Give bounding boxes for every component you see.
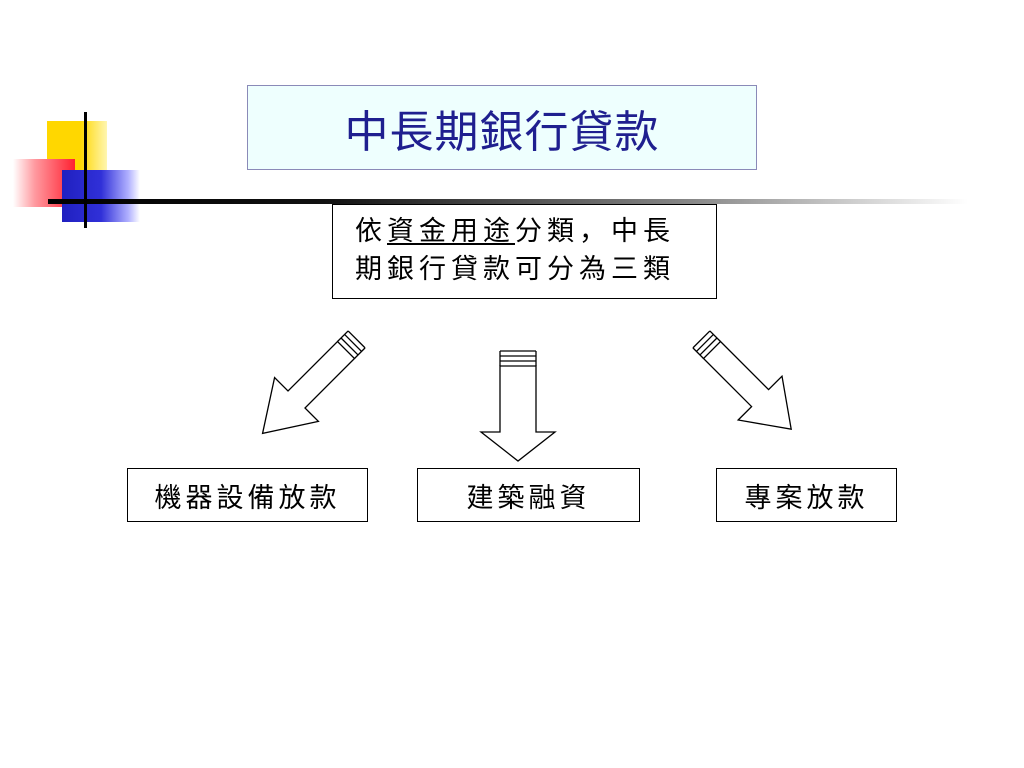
arrow-down-icon	[479, 350, 557, 462]
arrow-down-right-icon	[692, 330, 792, 430]
classification-description-box: 依資金用途分類，中長 期銀行貸款可分為三類	[332, 204, 717, 299]
category-label: 專案放款	[744, 482, 869, 514]
decor-horizontal-line	[48, 199, 968, 204]
description-prefix: 依	[355, 216, 387, 247]
category-equipment-loan: 機器設備放款	[127, 468, 368, 522]
category-project-loan: 專案放款	[716, 468, 897, 522]
description-underlined-term: 資金用途	[387, 216, 515, 247]
title-box: 中長期銀行貸款	[247, 85, 757, 170]
description-line-2: 期銀行貸款可分為三類	[355, 254, 675, 285]
page-title: 中長期銀行貸款	[344, 106, 660, 158]
description-line-1: 依資金用途分類，中長	[355, 213, 716, 251]
category-label: 建築融資	[466, 482, 591, 514]
arrow-down-left-icon	[261, 330, 366, 435]
decor-blue-square	[62, 170, 140, 222]
description-suffix: 分類，中長	[515, 216, 675, 247]
category-label: 機器設備放款	[154, 482, 341, 514]
category-construction-financing: 建築融資	[417, 468, 640, 522]
decor-vertical-line	[84, 112, 87, 228]
